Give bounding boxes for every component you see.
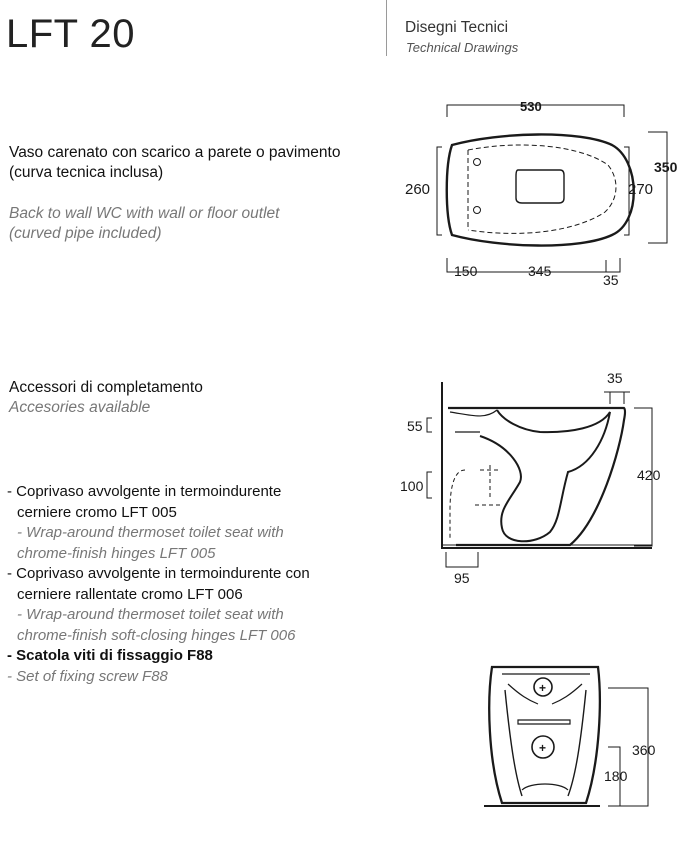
accessories-subtitle: Accesories available [9, 399, 151, 416]
dim-line [446, 104, 625, 117]
dim-line [445, 552, 479, 568]
dim-label: 530 [520, 99, 542, 114]
accessory-it-line: cerniere cromo LFT 005 [17, 503, 177, 521]
dim-line [634, 407, 653, 547]
accessory-en-line: chrome-finish hinges LFT 005 [17, 544, 216, 562]
dim-line [604, 391, 630, 404]
accessories-title: Accessori di completamento [9, 379, 203, 396]
back-outline [488, 665, 601, 805]
dim-line [648, 131, 668, 244]
product-description-it: Vaso carenato con scarico a parete o pav… [9, 143, 394, 183]
dim-label: 345 [528, 263, 552, 279]
accessory-it-line: cerniere rallentate cromo LFT 006 [17, 585, 243, 603]
accessory-en-line: - Set of fixing screw F88 [7, 667, 168, 685]
dim-label: 180 [604, 768, 628, 784]
section-title-it: Disegni Tecnici [405, 19, 509, 36]
top-view-drawing [436, 104, 668, 273]
accessory-en-line: chrome-finish soft-closing hinges LFT 00… [17, 626, 296, 644]
bowl-inner-dashed [467, 144, 617, 234]
dim-label: 35 [603, 272, 619, 288]
dim-label: 360 [632, 742, 656, 758]
desc-it-line: (curva tecnica inclusa) [9, 164, 164, 181]
mount-hole [473, 158, 481, 166]
shell-outline [448, 406, 627, 547]
seat-rectangle [515, 169, 565, 204]
page-title: LFT 20 [6, 12, 135, 56]
bowl-trap-shape [479, 409, 611, 543]
dim-line [624, 146, 630, 236]
plus-glyph: + [539, 741, 546, 755]
dim-line [426, 417, 432, 433]
desc-it-line: Vaso carenato con scarico a parete o pav… [9, 144, 341, 161]
dim-label: 260 [405, 181, 430, 198]
mount-hole [473, 206, 481, 214]
dim-label: 55 [407, 418, 423, 434]
accessory-en-line: - Wrap-around thermoset toilet seat with [17, 524, 284, 541]
accessory-en-line: - Wrap-around thermoset toilet seat with [17, 606, 284, 623]
upper-hole [533, 677, 553, 697]
side-view-drawing [426, 382, 653, 568]
dim-label: 100 [400, 478, 424, 494]
product-description-en: Back to wall WC with wall or floor outle… [9, 204, 394, 244]
dim-label: 350 [654, 159, 678, 175]
dim-label: 420 [637, 467, 661, 483]
dim-label: 270 [628, 181, 653, 198]
accessories-list: - Coprivaso avvolgente in termoindurente… [7, 482, 377, 687]
accessory-it-line: - Coprivaso avvolgente in termoindurente… [7, 565, 310, 582]
dim-line [436, 146, 442, 236]
dim-line [426, 471, 432, 499]
section-title-en: Technical Drawings [406, 40, 519, 55]
dim-label: 35 [607, 370, 623, 386]
dim-label: 150 [454, 263, 478, 279]
lower-hole [531, 735, 555, 759]
dim-line [446, 258, 621, 273]
header-divider [386, 0, 387, 56]
back-view-drawing [484, 665, 649, 807]
accessory-it-line: - Coprivaso avvolgente in termoindurente [7, 483, 282, 500]
pipe-dashed [449, 465, 500, 540]
dim-label: 95 [454, 570, 470, 586]
desc-en-line: Back to wall WC with wall or floor outle… [9, 205, 280, 222]
plus-glyph: + [539, 681, 546, 695]
dim-line [608, 746, 621, 806]
accessory-it-line: - Scatola viti di fissaggio F88 [7, 647, 213, 664]
bowl-outline-shape [445, 133, 635, 247]
dim-line [608, 687, 649, 807]
desc-en-line: (curved pipe included) [9, 225, 162, 242]
